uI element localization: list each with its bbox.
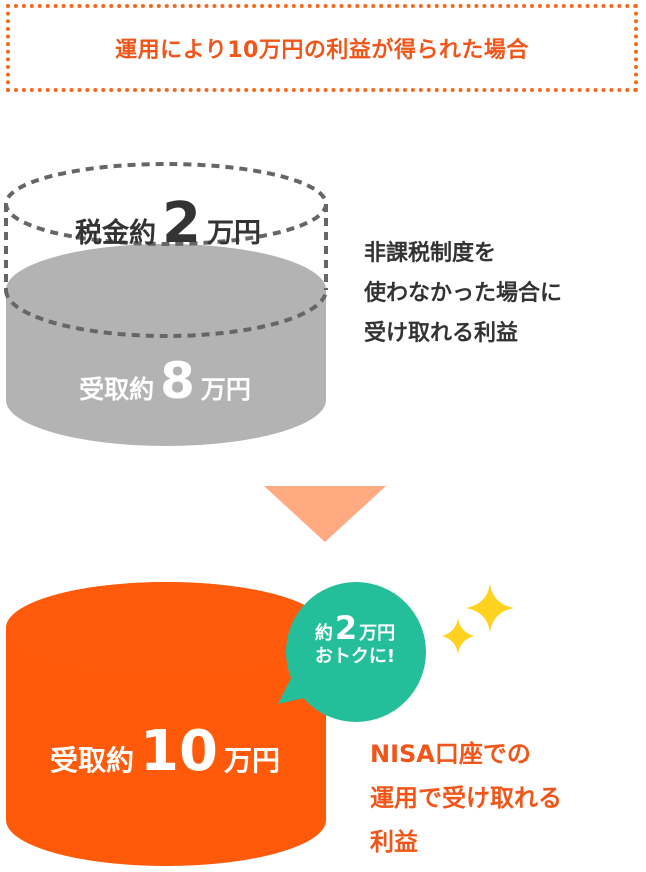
benefit-badge: 約 2 万円 おトクに! <box>286 612 424 666</box>
nisa-unit: 万円 <box>223 744 280 777</box>
tax-amount: 2 <box>162 191 201 256</box>
badge-suffix: おトクに! <box>314 646 396 667</box>
benefit-badge-bubble <box>278 582 426 722</box>
taxable-amount: 8 <box>160 352 195 410</box>
nisa-description-line: 運用で受け取れる <box>370 784 562 812</box>
nisa-prefix: 受取約 <box>50 744 135 777</box>
tax-unit: 万円 <box>206 218 261 249</box>
scenario-title: 運用により10万円の利益が得られた場合 <box>115 38 529 63</box>
tax-amount-label: 税金約 2 万円 <box>0 196 336 252</box>
badge-unit: 万円 <box>359 623 396 644</box>
nisa-description: NISA口座での 運用で受け取れる 利益 <box>370 732 562 864</box>
down-arrow <box>264 486 386 542</box>
scenario-header-box: 運用により10万円の利益が得られた場合 <box>6 4 638 92</box>
badge-prefix: 約 <box>314 623 333 644</box>
taxable-description-line: 受け取れる利益 <box>364 321 519 346</box>
taxable-cylinder <box>6 244 326 446</box>
tax-dashed-cylinder <box>4 162 328 338</box>
tax-prefix: 税金約 <box>75 218 157 249</box>
nisa-description-line: NISA口座での <box>370 740 531 768</box>
nisa-amount: 10 <box>140 719 218 784</box>
taxable-description-line: 使わなかった場合に <box>364 281 563 306</box>
taxable-prefix: 受取約 <box>79 375 155 404</box>
taxable-description: 非課税制度を 使わなかった場合に 受け取れる利益 <box>364 234 562 354</box>
taxable-description-line: 非課税制度を <box>364 241 497 266</box>
badge-amount: 2 <box>334 609 358 647</box>
nisa-description-line: 利益 <box>370 828 418 856</box>
nisa-amount-label: 受取約 10 万円 <box>0 724 330 780</box>
taxable-amount-label: 受取約 8 万円 <box>0 356 330 406</box>
sparkle-icon <box>442 584 514 654</box>
nisa-cylinder <box>6 582 326 866</box>
taxable-unit: 万円 <box>200 375 251 404</box>
